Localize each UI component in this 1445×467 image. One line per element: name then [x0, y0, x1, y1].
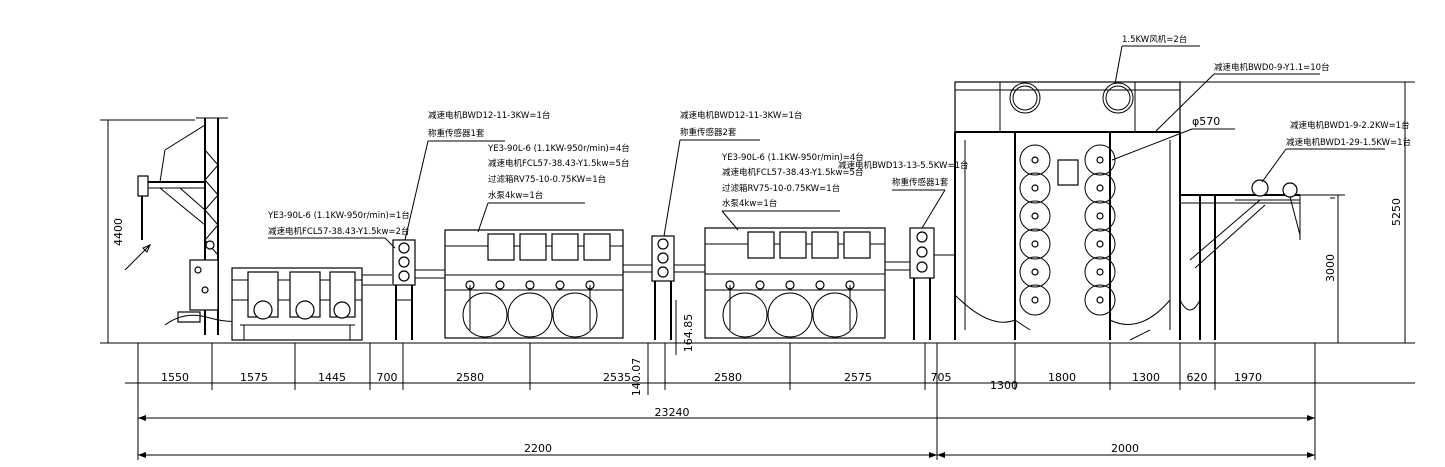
- annotation-unit3: YE3-90L-6 (1.1KW-950r/min)=4台 减速电机FCL57-…: [721, 152, 864, 231]
- segment-label-11: 1800: [1048, 371, 1076, 384]
- weigh-stand-1: [392, 239, 445, 340]
- unit1-label-1: YE3-90L-6 (1.1KW-950r/min)=1台: [267, 210, 410, 221]
- dim-height-exit: 3000: [1300, 194, 1345, 343]
- weigh3-label-1: 减速电机BWD13-13-5.5KW=1台: [838, 160, 968, 171]
- annotation-exit: 减速电机BWD1-9-2.2KW=1台 减速电机BWD1-29-1.5KW=1台: [1261, 120, 1411, 183]
- annotation-unit1: YE3-90L-6 (1.1KW-950r/min)=1台 减速电机FCL57-…: [267, 210, 410, 249]
- segment-label-4: 700: [377, 371, 398, 384]
- weigh3-label-2: 称重传感器1套: [892, 177, 949, 188]
- split-left-label: 2200: [524, 442, 552, 455]
- cylinder-dryer: [954, 81, 1181, 341]
- unit3-label-1: YE3-90L-6 (1.1KW-950r/min)=4台: [721, 152, 864, 163]
- annotation-fan: 1.5KW风机=2台: [1114, 34, 1200, 85]
- dim-height-left: 4400: [100, 119, 195, 344]
- weigh-stand-3: [909, 227, 955, 340]
- washing-unit-2: [444, 229, 652, 339]
- diameter-label: φ570: [1192, 115, 1220, 128]
- dim-split: 2200 2000: [138, 442, 1315, 458]
- segment-label-6: 2535: [603, 371, 631, 384]
- split-right-label: 2000: [1111, 442, 1139, 455]
- dim-140-label: 140.07: [630, 358, 643, 397]
- segment-label-12: 1300: [1132, 371, 1160, 384]
- dim-small-1: 140.07: [630, 343, 649, 397]
- annotation-weigh3: 减速电机BWD13-13-5.5KW=1台 称重传感器1套: [838, 160, 968, 229]
- dryer-motor-label: 减速电机BWD0-9-Y1.1=10台: [1214, 62, 1330, 73]
- weigh1-label-2: 称重传感器1套: [428, 128, 485, 139]
- height-left-label: 4400: [112, 218, 125, 246]
- segment-label-14: 1970: [1234, 371, 1262, 384]
- annotation-weigh1: 减速电机BWD12-11-3KW=1台 称重传感器1套: [404, 110, 550, 241]
- dim-total: 23240: [138, 406, 1315, 421]
- dim-segment-chain: 1550 1575 1445 700 2580 2535 2580 2575 7…: [125, 343, 1415, 460]
- annotation-dryer-motor: 减速电机BWD0-9-Y1.1=10台: [1154, 62, 1330, 133]
- segment-label-3: 1445: [318, 371, 346, 384]
- weigh1-label-1: 减速电机BWD12-11-3KW=1台: [428, 110, 550, 121]
- unit3-label-4: 水泵4kw=1台: [722, 198, 777, 209]
- segment-label-7: 2580: [714, 371, 742, 384]
- unit1-label-2: 减速电机FCL57-38.43-Y1.5kw=2台: [268, 226, 409, 237]
- segment-label-2: 1575: [240, 371, 268, 384]
- exit-unit: [1179, 179, 1335, 340]
- annotation-unit2: YE3-90L-6 (1.1KW-950r/min)=4台 减速电机FCL57-…: [477, 143, 630, 233]
- dim-small-2: 164.85: [675, 300, 695, 355]
- dim-height-right: 5250: [1180, 81, 1415, 343]
- fan-label: 1.5KW风机=2台: [1122, 34, 1187, 45]
- weigh2-label-2: 称重传感器2套: [680, 127, 737, 138]
- unit2-label-4: 水泵4kw=1台: [488, 190, 543, 201]
- weigh2-label-1: 减速电机BWD12-11-3KW=1台: [680, 110, 802, 121]
- annotation-diameter: φ570: [1111, 115, 1235, 161]
- segment-label-1: 1550: [161, 371, 189, 384]
- washing-unit-3: [704, 227, 910, 339]
- segment-label-9: 705: [931, 371, 952, 384]
- washing-unit-1: [231, 267, 392, 341]
- unit3-label-2: 减速电机FCL57-38.43-Y1.5kw=5台: [722, 167, 863, 178]
- annotation-weigh2: 减速电机BWD12-11-3KW=1台 称重传感器2套: [663, 110, 802, 237]
- segment-label-10: 1300: [990, 379, 1018, 392]
- height-right-label: 5250: [1390, 198, 1403, 226]
- segment-label-8: 2575: [844, 371, 872, 384]
- unit2-label-1: YE3-90L-6 (1.1KW-950r/min)=4台: [487, 143, 630, 154]
- exit-label-2: 减速电机BWD1-29-1.5KW=1台: [1286, 137, 1411, 148]
- unit2-label-3: 过滤箱RV75-10-0.75KW=1台: [488, 174, 606, 185]
- total-length-label: 23240: [655, 406, 690, 419]
- exit-label-1: 减速电机BWD1-9-2.2KW=1台: [1290, 120, 1410, 131]
- weigh-stand-2: [651, 235, 705, 340]
- unit2-label-2: 减速电机FCL57-38.43-Y1.5kw=5台: [488, 158, 629, 169]
- segment-label-13: 620: [1187, 371, 1208, 384]
- dim-164-label: 164.85: [682, 314, 695, 353]
- segment-label-5: 2580: [456, 371, 484, 384]
- height-exit-label: 3000: [1324, 254, 1337, 282]
- unit3-label-3: 过滤箱RV75-10-0.75KW=1台: [722, 183, 840, 194]
- entry-frame: [124, 117, 246, 335]
